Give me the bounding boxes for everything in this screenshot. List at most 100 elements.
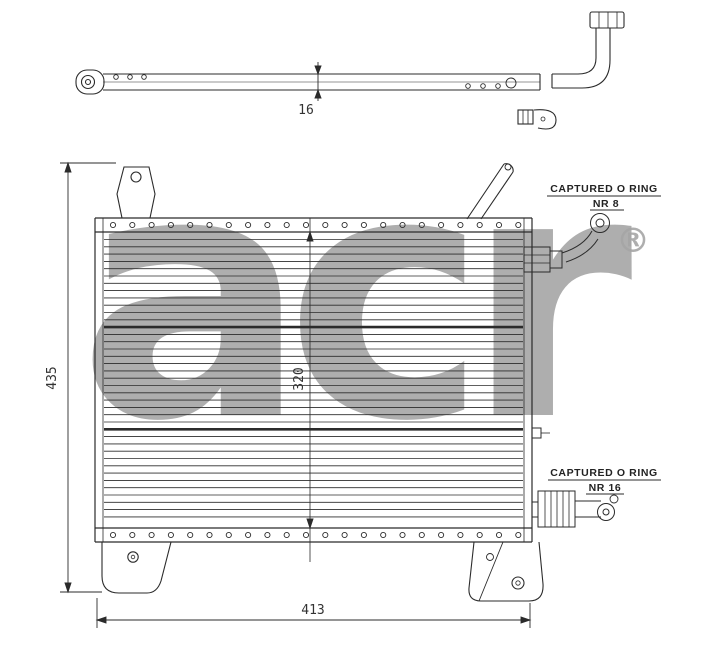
header-rivet bbox=[495, 221, 503, 229]
bracket-bottom-right-hole-center bbox=[515, 580, 521, 586]
bracket-top-right-edge-2 bbox=[480, 171, 514, 220]
header-rivet bbox=[129, 221, 136, 229]
dim-320-arrow-up bbox=[306, 230, 314, 242]
dim-413-arrow-left bbox=[95, 616, 107, 624]
condenser-core bbox=[94, 217, 533, 562]
header-rivet bbox=[302, 221, 310, 229]
top-view-rivet bbox=[480, 83, 486, 89]
header-rivet bbox=[380, 531, 387, 539]
top-view-rivet bbox=[465, 83, 471, 89]
registered-trademark-icon: ® bbox=[616, 221, 650, 261]
header-rivet bbox=[322, 531, 329, 539]
upper-oring-flange-outer bbox=[590, 213, 610, 233]
top-view-rivet bbox=[495, 83, 501, 89]
header-rivet bbox=[187, 221, 194, 229]
inlet-pipe bbox=[517, 11, 625, 130]
top-view bbox=[75, 69, 541, 95]
top-view-left-cap bbox=[75, 69, 105, 95]
lower-oring-flange-inner bbox=[602, 508, 610, 516]
dimension-core-height: 320 bbox=[292, 230, 314, 530]
pipe-nut bbox=[589, 11, 625, 29]
bracket-bottom-left bbox=[101, 541, 172, 594]
bracket-bottom-right-hole bbox=[511, 576, 525, 590]
header-rivet bbox=[418, 531, 425, 539]
fitting-mid-right bbox=[531, 427, 550, 439]
bracket-top-left-hole bbox=[130, 171, 142, 183]
lower-oring-flange-outer bbox=[597, 503, 615, 521]
callout-bottom-line2: NR 16 bbox=[589, 482, 622, 494]
dimension-thickness: 16 bbox=[298, 62, 322, 118]
header-rivet bbox=[225, 221, 232, 229]
header-rivet bbox=[476, 531, 483, 539]
header-rivet bbox=[476, 221, 483, 229]
callout-bottom-line1: CAPTURED O RING bbox=[550, 467, 658, 479]
header-rivet bbox=[399, 531, 406, 539]
header-rivet bbox=[380, 221, 387, 229]
dim-16-label: 16 bbox=[298, 103, 314, 118]
header-rivet bbox=[457, 221, 464, 229]
dim-16-arrow-down bbox=[314, 88, 322, 99]
bracket-bottom-left-hole bbox=[127, 551, 139, 563]
header-rivet bbox=[206, 531, 213, 539]
header-rivet bbox=[187, 531, 194, 539]
dim-320-arrow-down bbox=[306, 518, 314, 530]
dim-435-arrow-down bbox=[64, 582, 72, 594]
header-rivet bbox=[418, 221, 425, 229]
header-rivet bbox=[515, 531, 522, 539]
header-rivet bbox=[438, 221, 445, 229]
callout-oring-top: CAPTURED O RING NR 8 bbox=[547, 183, 661, 211]
left-cap-hole-outer bbox=[80, 74, 96, 90]
upper-fitting-pipe-inner bbox=[565, 238, 599, 263]
upper-oring-flange-inner bbox=[595, 218, 605, 228]
header-rivet bbox=[167, 221, 174, 229]
dim-16-arrow-up bbox=[314, 65, 322, 76]
top-view-rivet bbox=[127, 74, 133, 80]
header-rivet bbox=[283, 221, 290, 229]
bracket-top-right bbox=[466, 163, 514, 220]
header-rivet bbox=[129, 531, 136, 539]
lower-pipe-hook bbox=[533, 109, 557, 130]
dim-413-label: 413 bbox=[301, 603, 324, 618]
header-rivet bbox=[225, 531, 232, 539]
header-rivet bbox=[341, 531, 348, 539]
callout-top-line2: NR 8 bbox=[593, 198, 619, 210]
callout-oring-bottom: CAPTURED O RING NR 16 bbox=[548, 467, 661, 495]
header-rivet bbox=[245, 531, 252, 539]
bracket-bottom-right-outline bbox=[468, 541, 544, 602]
header-rivet bbox=[495, 531, 503, 539]
header-rivet bbox=[360, 531, 367, 539]
lower-pipe-fitting bbox=[517, 109, 534, 125]
header-rivet bbox=[322, 221, 329, 229]
dimension-overall-height: 435 bbox=[45, 161, 116, 594]
top-view-rivet bbox=[113, 74, 119, 80]
header-rivet bbox=[206, 221, 213, 229]
header-rivet bbox=[438, 531, 445, 539]
upper-fitting-pipe-outer bbox=[561, 230, 593, 254]
header-rivet bbox=[109, 221, 117, 229]
fitting-upper-right bbox=[523, 213, 610, 273]
fitting-lower-right bbox=[532, 490, 619, 528]
dimension-core-width: 413 bbox=[95, 598, 532, 628]
header-rivet bbox=[264, 221, 271, 229]
pipe-inner-wall bbox=[552, 28, 597, 75]
upper-fitting-neck bbox=[549, 250, 563, 269]
tube-lines bbox=[104, 239, 523, 518]
bracket-bottom-left-hole-center bbox=[130, 554, 136, 560]
top-view-rivet bbox=[141, 74, 147, 80]
bracket-top-left-outline bbox=[116, 166, 156, 219]
top-view-port bbox=[505, 77, 517, 89]
pipe-outer-wall bbox=[552, 28, 611, 89]
header-rivet bbox=[245, 221, 252, 229]
bracket-bottom-right-small-hole bbox=[486, 553, 494, 561]
bracket-bottom-left-outline bbox=[101, 541, 172, 594]
lower-fitting-block bbox=[537, 490, 576, 528]
callout-top-line1: CAPTURED O RING bbox=[550, 183, 658, 195]
bracket-top-right-edge bbox=[466, 163, 505, 220]
header-rivet bbox=[302, 531, 310, 539]
bracket-bottom-right bbox=[468, 541, 544, 602]
header-rivets bbox=[109, 221, 522, 539]
header-rivet bbox=[457, 531, 464, 539]
header-rivet bbox=[167, 531, 174, 539]
